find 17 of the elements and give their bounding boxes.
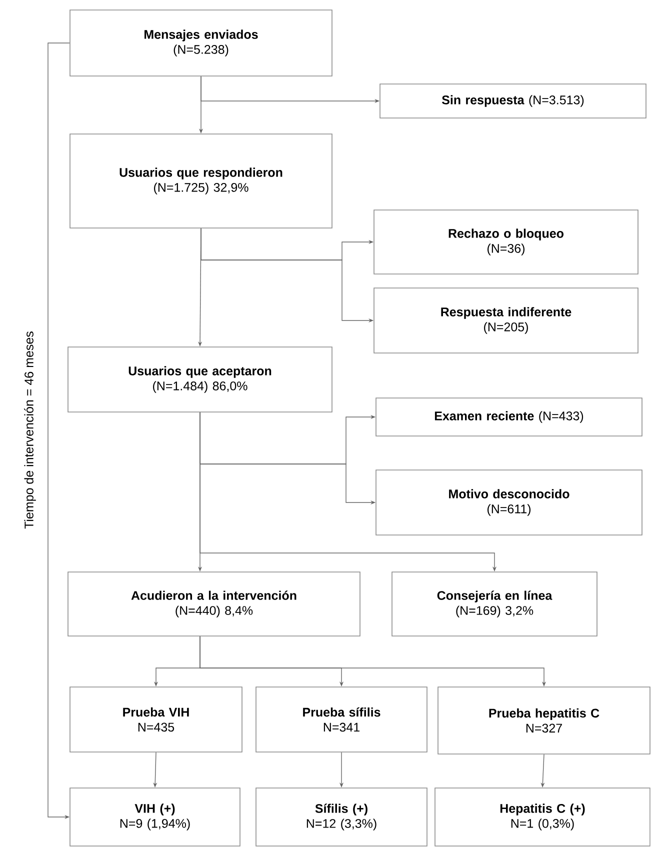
process-box: Prueba hepatitis C N=327 <box>438 686 650 754</box>
process-box: Rechazo o bloqueo (N=36) <box>374 210 638 274</box>
process-box: Consejería en línea (N=169) 3,2% <box>392 572 598 636</box>
process-box: Acudieron a la intervención (N=440) 8,4% <box>68 572 360 636</box>
edge-label: Tiempo de intervención = 46 meses <box>23 330 37 530</box>
process-box: Sífilis (+) N=12 (3,3%) <box>256 788 428 846</box>
process-box: Motivo desconocido (N=611) <box>376 470 642 536</box>
process-box: Hepatitis C (+) N=1 (0,3%) <box>434 788 650 846</box>
process-box: Usuarios que aceptaron (N=1.484) 86,0% <box>68 346 332 412</box>
process-box: Sin respuesta (N=3.513) <box>380 84 646 118</box>
process-box: Usuarios que respondieron (N=1.725) 32,9% <box>70 134 332 228</box>
process-box: Examen reciente (N=433) <box>376 398 642 436</box>
process-box: VIH (+) N=9 (1,94%) <box>70 788 240 846</box>
process-box: Mensajes enviados (N=5.238) <box>70 10 332 76</box>
process-box: Prueba VIH N=435 <box>70 686 242 752</box>
process-box: Prueba sífilis N=341 <box>256 686 428 752</box>
process-box: Respuesta indiferente (N=205) <box>374 288 638 354</box>
